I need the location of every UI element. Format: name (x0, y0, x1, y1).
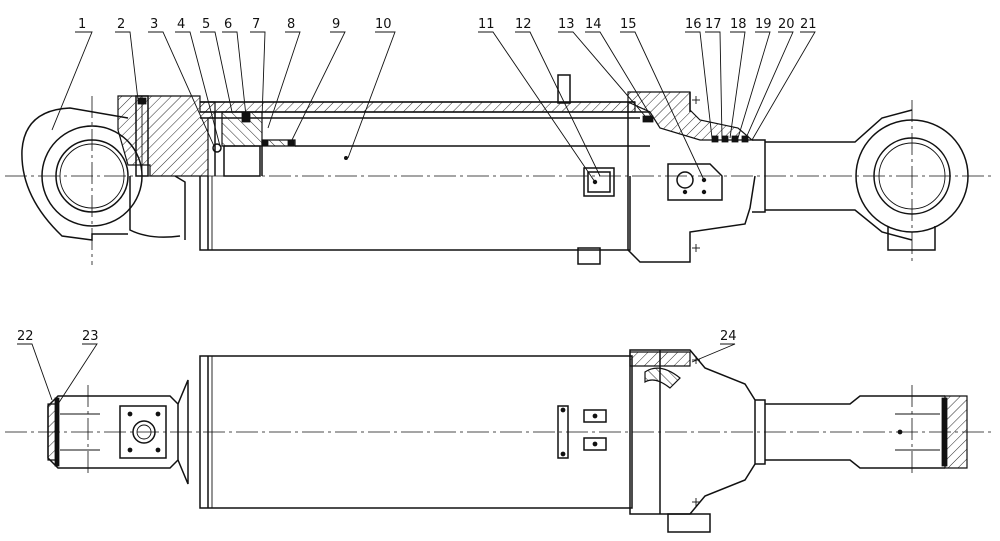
callout-leaders (17, 31, 816, 405)
callout-label-3: 3 (150, 17, 158, 32)
callout-label-16: 16 (685, 17, 702, 32)
guide-sleeve (627, 91, 756, 263)
cylinder-barrel-side (199, 355, 633, 509)
callout-label-20: 20 (778, 17, 795, 32)
callout-label-12: 12 (515, 17, 532, 32)
callout-label-17: 17 (705, 17, 722, 32)
callout-label-4: 4 (177, 17, 185, 32)
callout-label-19: 19 (755, 17, 772, 32)
left-fork (47, 379, 189, 485)
callout-labels: 1 2 3 4 5 6 7 8 9 10 11 12 13 14 15 16 1… (17, 17, 817, 344)
top-view (5, 74, 995, 265)
piston (212, 111, 296, 177)
callout-label-15: 15 (620, 17, 637, 32)
callout-label-21: 21 (800, 17, 817, 32)
callout-label-14: 14 (585, 17, 602, 32)
rod-end (752, 100, 969, 265)
callout-label-22: 22 (17, 329, 34, 344)
rod-end-side (755, 385, 968, 475)
callout-label-10: 10 (375, 17, 392, 32)
callout-label-11: 11 (478, 17, 495, 32)
callout-label-24: 24 (720, 329, 737, 344)
callout-label-23: 23 (82, 329, 99, 344)
callout-label-5: 5 (202, 17, 210, 32)
gland-side (629, 349, 756, 533)
callout-label-6: 6 (224, 17, 232, 32)
callout-label-1: 1 (78, 17, 86, 32)
cylinder-barrel (199, 74, 650, 265)
bottom-view (5, 349, 995, 533)
end-cap (117, 95, 216, 240)
callout-label-2: 2 (117, 17, 125, 32)
callout-label-18: 18 (730, 17, 747, 32)
callout-label-7: 7 (252, 17, 260, 32)
callout-label-8: 8 (287, 17, 295, 32)
rod-clamp (583, 163, 723, 201)
callout-label-9: 9 (332, 17, 340, 32)
callout-label-13: 13 (558, 17, 575, 32)
piston-rod (295, 145, 650, 160)
